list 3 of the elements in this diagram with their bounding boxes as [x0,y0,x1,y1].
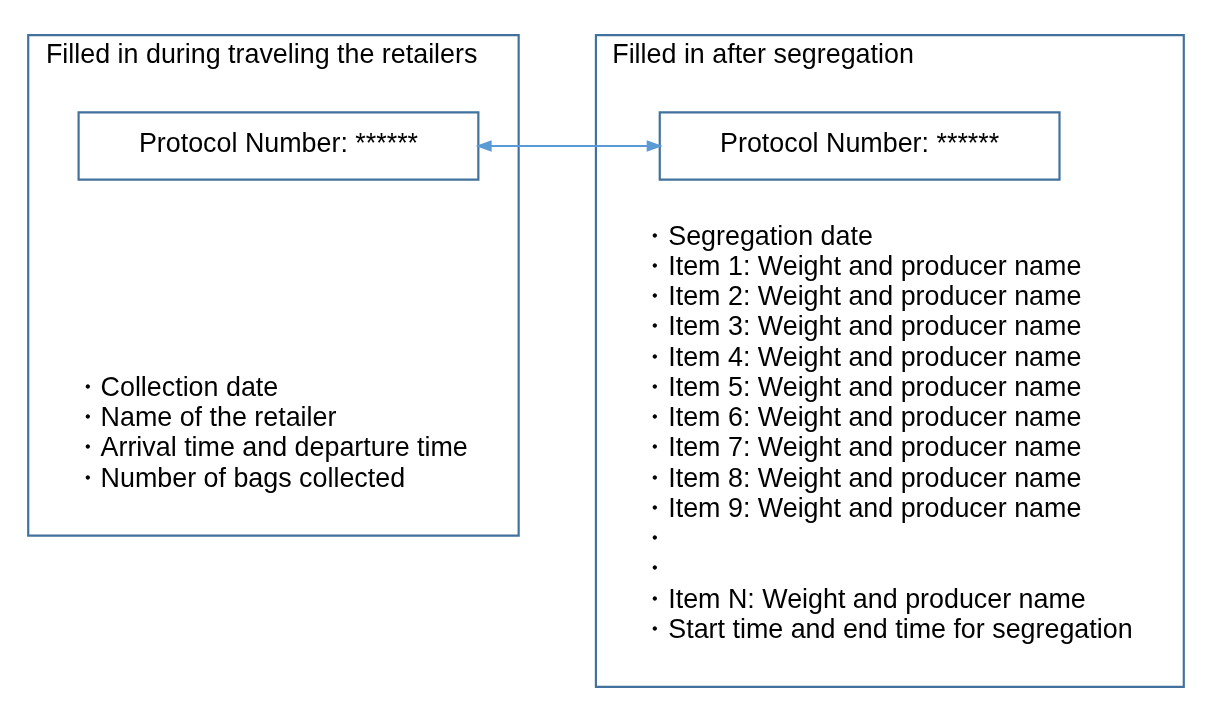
node-box: Protocol Number: ****** [658,111,1061,181]
arrow [475,140,663,152]
node-box: Protocol Number: ****** [77,111,480,181]
